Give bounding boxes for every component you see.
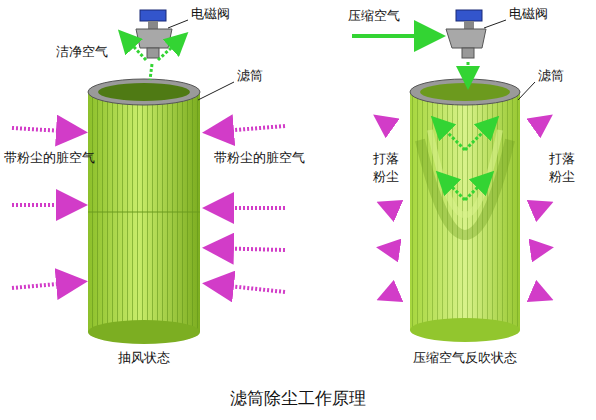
clean-air-arrows xyxy=(122,34,184,80)
filter-cylinder-right xyxy=(410,79,520,342)
flow-label: 打落 粉尘 xyxy=(548,150,577,185)
flow-label: 带粉尘的脏空气 xyxy=(4,150,95,166)
part-label: 电磁阀 xyxy=(509,6,548,22)
filter-cylinder-left xyxy=(88,79,200,344)
state-label: 压缩空气反吹状态 xyxy=(413,350,517,366)
part-label: 滤筒 xyxy=(237,68,263,84)
part-label: 滤筒 xyxy=(538,68,564,84)
compressed-air-arrows xyxy=(352,36,495,200)
leader-lines xyxy=(168,20,535,100)
dust-arrows xyxy=(378,118,548,298)
caption: 滤筒除尘工作原理 xyxy=(230,388,366,408)
solenoid-valve-right xyxy=(446,10,486,58)
flow-label: 压缩空气 xyxy=(348,8,400,24)
part-label: 电磁阀 xyxy=(191,6,230,22)
flow-label: 打落 粉尘 xyxy=(372,150,401,185)
flow-label: 洁净空气 xyxy=(56,44,108,60)
flow-label: 带粉尘的脏空气 xyxy=(214,150,305,166)
state-label: 抽风状态 xyxy=(118,350,170,366)
